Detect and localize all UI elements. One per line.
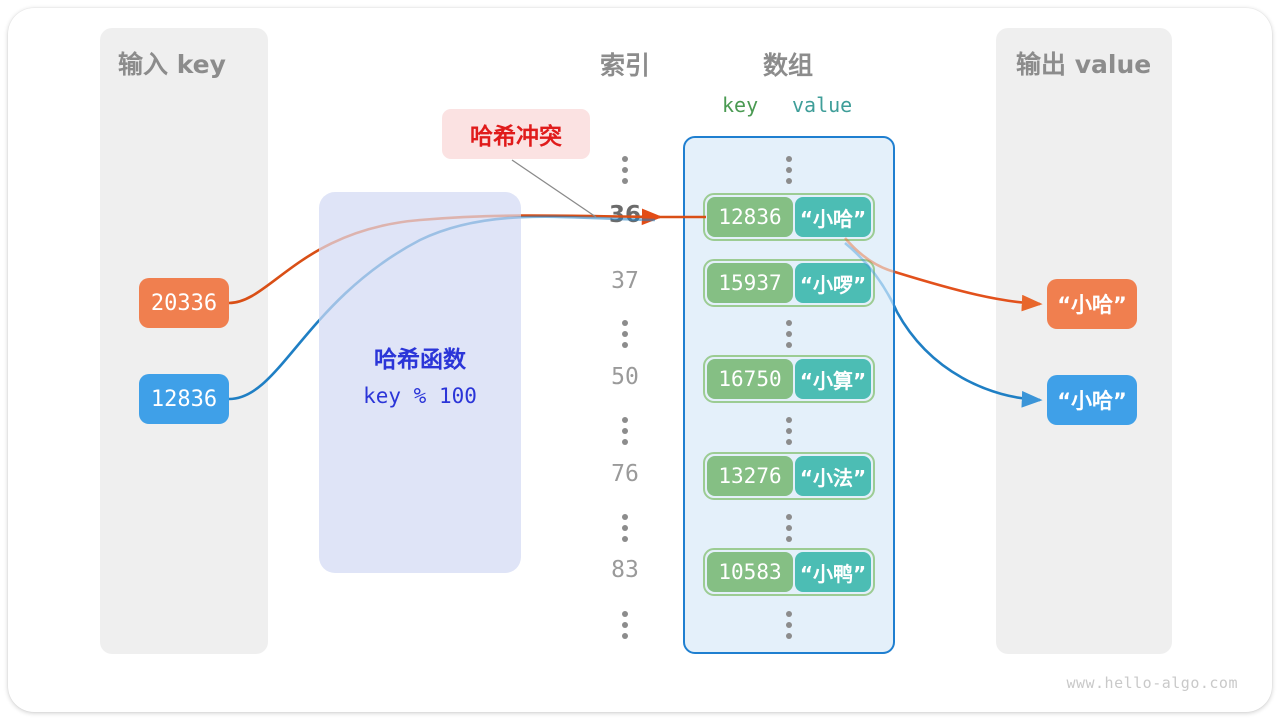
- hash-function-box: [319, 192, 521, 573]
- entry-value: “小法”: [795, 456, 871, 496]
- entry-value: “小啰”: [795, 263, 871, 303]
- index-value-36: 36: [608, 202, 641, 228]
- array-ellipsis: [785, 611, 793, 639]
- output-value-1: “小哈”: [1047, 279, 1137, 329]
- index-ellipsis: [621, 156, 629, 184]
- hash-collision-callout: 哈希冲突: [442, 109, 590, 159]
- array-ellipsis: [785, 156, 793, 184]
- hash-function-expression: key % 100: [363, 384, 477, 408]
- array-entry: 13276“小法”: [703, 452, 875, 500]
- array-entry: 15937“小啰”: [703, 259, 875, 307]
- index-ellipsis: [621, 611, 629, 639]
- entry-key: 10583: [707, 552, 793, 592]
- index-column-title: 索引: [599, 51, 650, 80]
- hash-function-title: 哈希函数: [374, 347, 466, 373]
- array-entry: 10583“小鸭”: [703, 548, 875, 596]
- index-value-37: 37: [611, 268, 639, 294]
- array-column-title: 数组: [762, 51, 813, 80]
- entry-value: “小算”: [795, 359, 871, 399]
- output-value-panel: [996, 28, 1172, 654]
- array-ellipsis: [785, 514, 793, 542]
- array-ellipsis: [785, 417, 793, 445]
- entry-key: 16750: [707, 359, 793, 399]
- watermark: www.hello-algo.com: [1066, 674, 1238, 692]
- array-entry: 12836“小哈”: [703, 193, 875, 241]
- value-column-header: value: [792, 93, 853, 117]
- output-panel-title: 输出 value: [1016, 50, 1152, 79]
- index-value-83: 83: [611, 557, 639, 583]
- index-ellipsis: [621, 417, 629, 445]
- key-column-header: key: [722, 93, 759, 117]
- index-ellipsis: [621, 514, 629, 542]
- index-ellipsis: [621, 320, 629, 348]
- array-entry: 16750“小算”: [703, 355, 875, 403]
- input-panel-title: 输入 key: [118, 50, 226, 79]
- entry-value: “小哈”: [795, 197, 871, 237]
- entry-key: 15937: [707, 263, 793, 303]
- entry-key: 13276: [707, 456, 793, 496]
- index-value-76: 76: [611, 461, 639, 487]
- entry-value: “小鸭”: [795, 552, 871, 592]
- output-value-2: “小哈”: [1047, 375, 1137, 425]
- index-value-50: 50: [611, 364, 639, 390]
- array-ellipsis: [785, 320, 793, 348]
- input-key-2: 12836: [139, 374, 229, 424]
- input-key-1: 20336: [139, 278, 229, 328]
- entry-key: 12836: [707, 197, 793, 237]
- input-key-panel: [100, 28, 268, 654]
